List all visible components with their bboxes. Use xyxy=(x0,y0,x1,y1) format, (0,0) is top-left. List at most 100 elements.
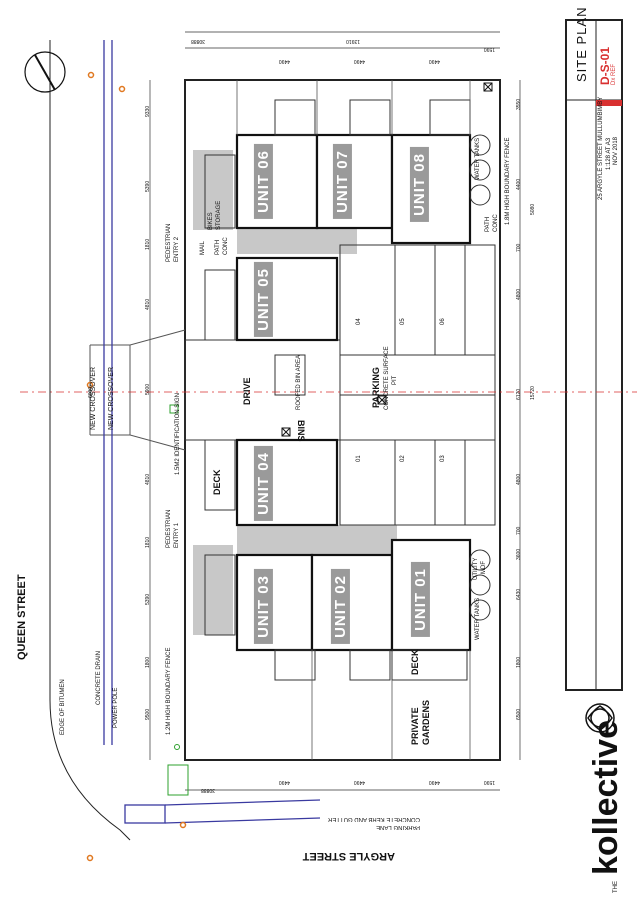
dim-right-7: 4800 xyxy=(516,473,522,485)
parking-bay-01: 01 xyxy=(356,455,362,462)
deck-label-1: DECK xyxy=(212,469,222,495)
drawing-revision: Dx REF xyxy=(611,64,617,85)
crossover xyxy=(89,329,186,451)
unit-01-label: UNIT 01 xyxy=(410,562,430,637)
dimension-lines xyxy=(149,31,521,791)
water-tanks xyxy=(469,134,491,621)
new-crossover-label-2: NEW CROSSOVER xyxy=(108,366,115,430)
parking-lane-label: PARKING LANE xyxy=(376,824,420,830)
title-block-frame xyxy=(565,19,623,691)
unit-05-label: UNIT 05 xyxy=(253,262,273,337)
drawing-scale: 1:128 AT A3 xyxy=(606,137,612,170)
new-crossover-label-1: NEW CROSSOVER xyxy=(90,366,97,430)
dim-right-12: 6500 xyxy=(516,708,522,720)
dim-right-10: 6430 xyxy=(516,588,522,600)
parking-label: PARKING xyxy=(371,367,381,408)
entry-1-label: ENTRY 1 xyxy=(174,522,180,548)
drain-lines xyxy=(103,40,321,824)
utility-label: UTILITY xyxy=(473,557,479,580)
parking-bay-03: 03 xyxy=(440,455,446,462)
dim-bottom-3: 4490 xyxy=(428,779,440,785)
pedestrian-entry-1-label: PEDESTRIAN xyxy=(166,509,172,548)
edge-of-bitumen-label: EDGE OF BITUMEN xyxy=(60,679,66,735)
drive-label: DRIVE xyxy=(242,377,252,405)
queen-street-label: QUEEN STREET xyxy=(16,574,28,660)
dim-right-0: 3550 xyxy=(516,98,522,110)
kerb-label: CONCRETE KERB AND GUTTER xyxy=(327,816,420,822)
lot-lines xyxy=(236,80,471,760)
drawing-date: NOV 2018 xyxy=(613,136,619,165)
dim-right-9: 3600 xyxy=(516,548,522,560)
dim-top-3: 4490 xyxy=(353,58,365,64)
edge-of-bitumen-line xyxy=(49,40,131,841)
dim-left-0: 9330 xyxy=(145,105,151,117)
argyle-street-label: ARGYLE STREET xyxy=(302,850,395,862)
dim-right-3: 700 xyxy=(516,243,522,252)
dim-left-1: 5390 xyxy=(145,180,151,192)
green-markers xyxy=(167,404,189,796)
title-accent xyxy=(596,100,622,106)
dim-bottom-1: 4490 xyxy=(278,779,290,785)
bins-label: BINS xyxy=(296,420,306,442)
kollective-logo-icon xyxy=(585,703,615,733)
roofed-bin-label: ROOFED BIN AREA xyxy=(296,354,302,410)
concrete-drain-label: CONCRETE DRAIN xyxy=(96,650,102,705)
unit-07-label: UNIT 07 xyxy=(332,144,352,219)
dim-top-4: 4490 xyxy=(428,58,440,64)
brand-name: kollective xyxy=(587,720,625,875)
dim-right-5: 15720 xyxy=(530,386,536,400)
parking-bay-02: 02 xyxy=(400,455,406,462)
dim-right-1: 4400 xyxy=(516,178,522,190)
parking-bay-04: 04 xyxy=(356,318,362,325)
paved-areas xyxy=(193,150,465,635)
power-pole-icons xyxy=(86,71,187,862)
dim-left-3: 4810 xyxy=(145,298,151,310)
drawing-address: 25 ARGYLE STREET MULLUMBIMBY xyxy=(598,96,604,200)
conc-label-2: CONC xyxy=(493,214,499,232)
water-tanks-label-1: WATER TANKS xyxy=(475,137,481,180)
dim-top-0: 30888 xyxy=(191,38,205,44)
gardens-label: GARDENS xyxy=(421,699,431,745)
dim-left-6: 1810 xyxy=(145,536,151,548)
parking-area xyxy=(339,244,496,526)
dim-right-2: 5080 xyxy=(530,203,536,215)
dim-bottom-0: 30888 xyxy=(201,787,215,793)
dim-bottom-4: 1590 xyxy=(483,779,495,785)
north-arrow-icon xyxy=(24,51,66,93)
unit-06-label: UNIT 06 xyxy=(253,144,273,219)
deck-label-2: DECK xyxy=(410,649,420,675)
dim-top-1: 13910 xyxy=(346,38,360,44)
entry-2-label: ENTRY 2 xyxy=(174,236,180,262)
path-label: PATH xyxy=(215,239,221,255)
water-tanks-label-2: WATER TANKS xyxy=(475,597,481,640)
mail-label: MAIL xyxy=(200,240,206,255)
private-label: PRIVATE xyxy=(410,707,420,745)
drawing-number: D-S-01 xyxy=(598,46,612,85)
concrete-surface-label: CONCRETE SURFACE xyxy=(384,346,390,410)
drive-outline xyxy=(184,339,341,441)
pit-markers xyxy=(281,82,493,437)
dim-right-8: 700 xyxy=(516,526,522,535)
dim-right-6: 6120 xyxy=(516,388,522,400)
parking-bay-05: 05 xyxy=(400,318,406,325)
decks xyxy=(204,99,471,681)
dim-right-11: 1800 xyxy=(516,656,522,668)
dim-left-2: 1810 xyxy=(145,238,151,250)
dim-left-7: 5390 xyxy=(145,593,151,605)
crossover-width: 6000 xyxy=(88,386,94,398)
pit-label: PIT xyxy=(392,375,398,385)
brand-the: THE xyxy=(613,881,619,893)
storage-label: STORAGE xyxy=(216,200,222,230)
unit-outlines xyxy=(235,133,472,652)
fence-label-1: 1.2M HIGH BOUNDARY FENCE xyxy=(166,647,172,735)
dim-left-9: 9500 xyxy=(145,708,151,720)
conc-label: CONC xyxy=(223,237,229,255)
identification-sign-label: 1.5M2 IDENTIFICATION SIGN xyxy=(175,393,181,475)
dim-top-5: 1590 xyxy=(483,46,495,52)
dim-left-5: 4810 xyxy=(145,473,151,485)
dim-left-8: 1800 xyxy=(145,656,151,668)
unit-04-label: UNIT 04 xyxy=(253,446,273,521)
dim-right-4: 4800 xyxy=(516,288,522,300)
